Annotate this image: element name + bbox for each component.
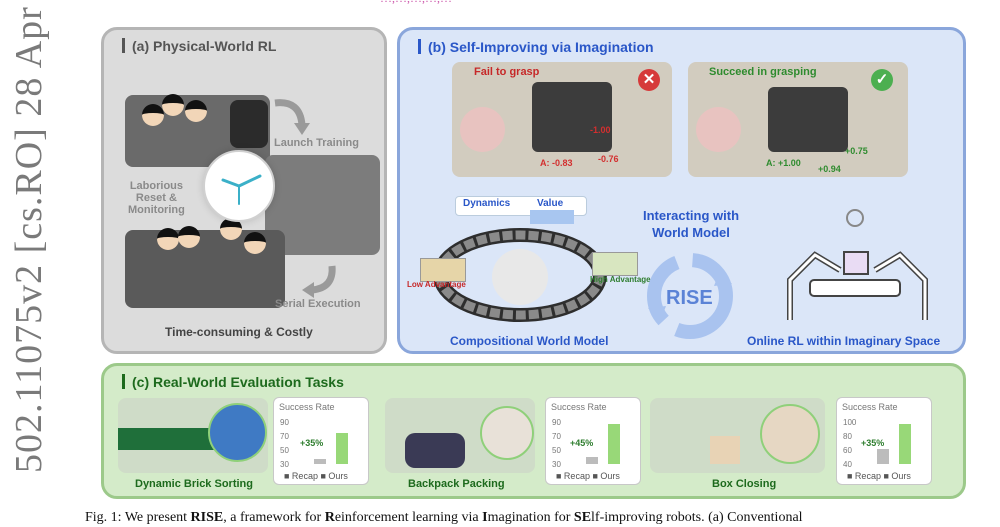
curved-arrow-icon (302, 265, 336, 298)
brick-sorting-photo (118, 398, 268, 473)
dynamics-label: Dynamics (463, 198, 511, 209)
high-advantage-label: High Advantage (590, 275, 651, 284)
fail-label: Fail to grasp (474, 66, 540, 78)
clock-icon (203, 150, 275, 222)
success-rate-title: Success Rate (279, 402, 335, 412)
low-advantage-label: Low Advantage (407, 280, 466, 289)
cwm-label: Compositional World Model (450, 334, 609, 348)
low-advantage-frame (420, 258, 466, 282)
fail-a-value: A: -0.83 (540, 158, 573, 168)
top-cut-text: …,…,…,…,… (380, 0, 452, 6)
improvement-label: +35% (300, 438, 324, 448)
online-rl-label: Online RL within Imaginary Space (747, 334, 941, 348)
panel-c-title: (c) Real-World Evaluation Tasks (122, 374, 344, 390)
ours-bar (899, 423, 911, 464)
legend: ■ Recap ■ Ours (284, 471, 348, 481)
fail-v2: -0.76 (598, 154, 619, 164)
panel-b-title: (b) Self-Improving via Imagination (418, 39, 654, 55)
tick-label: 30 (552, 460, 561, 469)
improvement-label: +45% (570, 438, 594, 448)
success-rate-card: Success Rate 90 70 50 30 +45% ■ Recap ■ … (545, 397, 641, 485)
person-head (185, 100, 207, 122)
task-label-backpack: Backpack Packing (408, 478, 505, 490)
tick-label: 50 (552, 446, 561, 455)
tick-label: 80 (843, 432, 852, 441)
legend: ■ Recap ■ Ours (847, 471, 911, 481)
person-head (142, 104, 164, 126)
box-closing-photo (650, 398, 825, 473)
improvement-label: +35% (861, 438, 885, 448)
success-rate-card: Success Rate 90 70 50 30 +35% ■ Recap ■ … (273, 397, 369, 485)
success-v1: +0.75 (845, 146, 868, 156)
arxiv-side-stamp: 502.11075v2 [cs.RO] 28 Apr 2026 (8, 0, 50, 473)
ours-bar (608, 423, 620, 464)
monitor (230, 100, 268, 148)
fail-v1: -1.00 (590, 125, 611, 135)
value-label: Value (537, 198, 564, 209)
laborious-label: Laborious Reset & Monitoring (128, 180, 185, 216)
figure-caption: Fig. 1: We present RISE, a framework for… (85, 510, 803, 525)
tick-label: 90 (280, 418, 289, 427)
launch-training-label: Launch Training (274, 137, 359, 149)
tick-label: 70 (552, 432, 561, 441)
rise-logo: RISE (666, 287, 713, 309)
panel-a-title: (a) Physical-World RL (122, 38, 276, 54)
person-head (162, 94, 184, 116)
recap-bar (586, 456, 598, 464)
success-a-value: A: +1.00 (766, 158, 801, 168)
value-bars-icon (530, 210, 574, 224)
interacting-label: Interacting with World Model (642, 208, 740, 240)
curved-arrow-icon (274, 99, 310, 135)
success-grasp-photo (688, 62, 908, 177)
robot-arms-illustration (787, 209, 928, 320)
success-rate-title: Success Rate (551, 402, 607, 412)
task-label-box: Box Closing (712, 478, 777, 490)
recap-bar (877, 449, 889, 464)
tick-label: 50 (280, 446, 289, 455)
serial-execution-label: Serial Execution (275, 298, 361, 310)
legend: ■ Recap ■ Ours (556, 471, 620, 481)
cross-icon: ✕ (638, 69, 660, 91)
success-rate-card: Success Rate 100 80 60 40 +35% ■ Recap ■… (836, 397, 932, 485)
cycle-arrows-icon (647, 253, 733, 339)
person-head (178, 226, 200, 248)
tick-label: 40 (843, 460, 852, 469)
recap-bar (314, 458, 326, 464)
success-label: Succeed in grasping (709, 66, 817, 78)
tick-label: 70 (280, 432, 289, 441)
backpack-photo (385, 398, 535, 473)
success-v2: +0.94 (818, 164, 841, 174)
tick-label: 90 (552, 418, 561, 427)
ours-bar (336, 433, 348, 464)
fail-grasp-photo (452, 62, 672, 177)
high-advantage-frame (592, 252, 638, 276)
person-head (157, 228, 179, 250)
check-icon: ✓ (871, 69, 893, 91)
success-rate-title: Success Rate (842, 402, 898, 412)
tick-label: 30 (280, 460, 289, 469)
person-head (220, 218, 242, 240)
person-head (244, 232, 266, 254)
panel-a-footer: Time-consuming & Costly (165, 325, 313, 339)
tick-label: 60 (843, 446, 852, 455)
tick-label: 100 (843, 418, 857, 427)
task-label-brick: Dynamic Brick Sorting (135, 478, 253, 490)
